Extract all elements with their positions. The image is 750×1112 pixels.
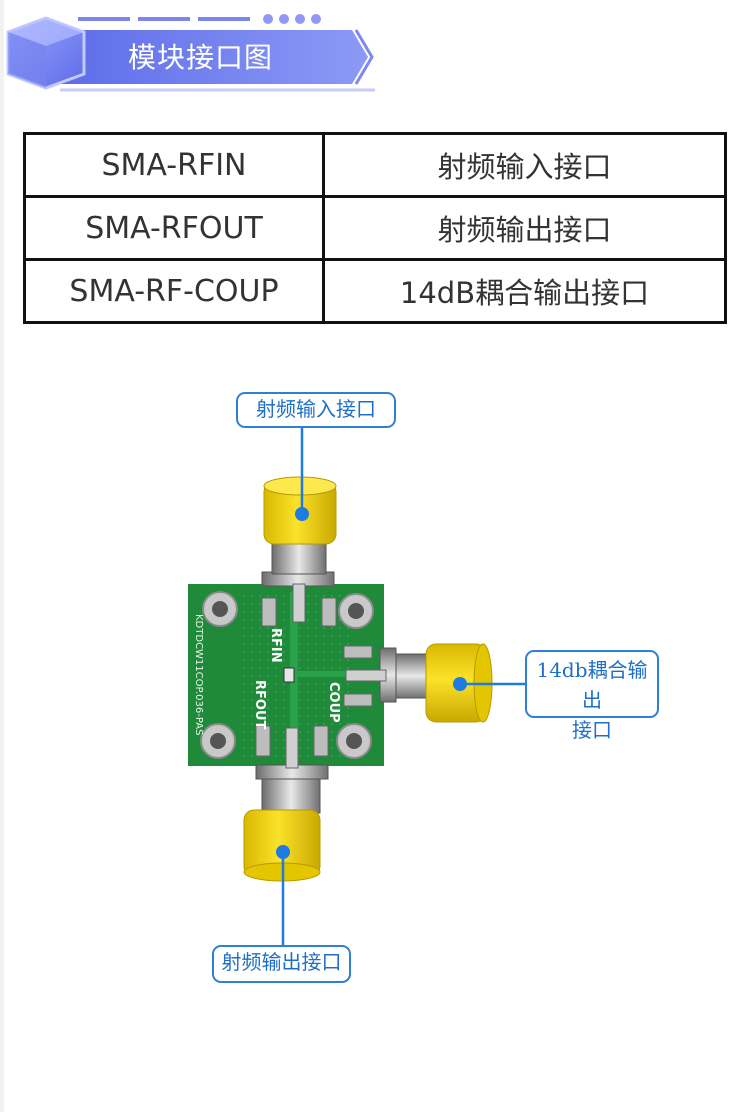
interface-table: SMA-RFIN 射频输入接口 SMA-RFOUT 射频输出接口 SMA-RF-…: [23, 132, 727, 324]
table-row: SMA-RF-COUP 14dB耦合输出接口: [23, 258, 727, 324]
table-row: SMA-RFOUT 射频输出接口: [23, 195, 727, 261]
port-desc-cell: 射频输出接口: [322, 195, 727, 261]
module-photo: RFIN RFOUT COUP KDTDCW11COP.036-PAS: [0, 360, 750, 1000]
callout-rf-output: 射频输出接口: [212, 945, 351, 983]
table-row: SMA-RFIN 射频输入接口: [23, 132, 727, 198]
callout-coup-line1: 14db耦合输出: [536, 658, 648, 712]
callout-coupled-output: 14db耦合输出 接口: [525, 650, 659, 742]
page-title: 模块接口图: [128, 41, 274, 74]
coupler-module-illustration: RFIN RFOUT COUP KDTDCW11COP.036-PAS: [188, 428, 525, 945]
port-desc-cell: 射频输入接口: [322, 132, 727, 198]
callout-coup-line2: 接口: [572, 718, 612, 742]
pcb-label-rfout: RFOUT: [252, 680, 267, 729]
section-header-banner: 模块接口图: [0, 0, 400, 105]
banner-graphic: [6, 14, 375, 92]
port-name-cell: SMA-RFIN: [23, 132, 325, 198]
port-name-cell: SMA-RF-COUP: [23, 258, 325, 324]
port-desc-cell: 14dB耦合输出接口: [322, 258, 727, 324]
callout-rf-input: 射频输入接口: [236, 392, 396, 428]
port-name-cell: SMA-RFOUT: [23, 195, 325, 261]
pcb-label-rfin: RFIN: [268, 628, 283, 663]
pcb-part-number: KDTDCW11COP.036-PAS: [193, 614, 204, 735]
pcb-label-coup: COUP: [326, 682, 341, 723]
page-left-border: [0, 0, 4, 1112]
